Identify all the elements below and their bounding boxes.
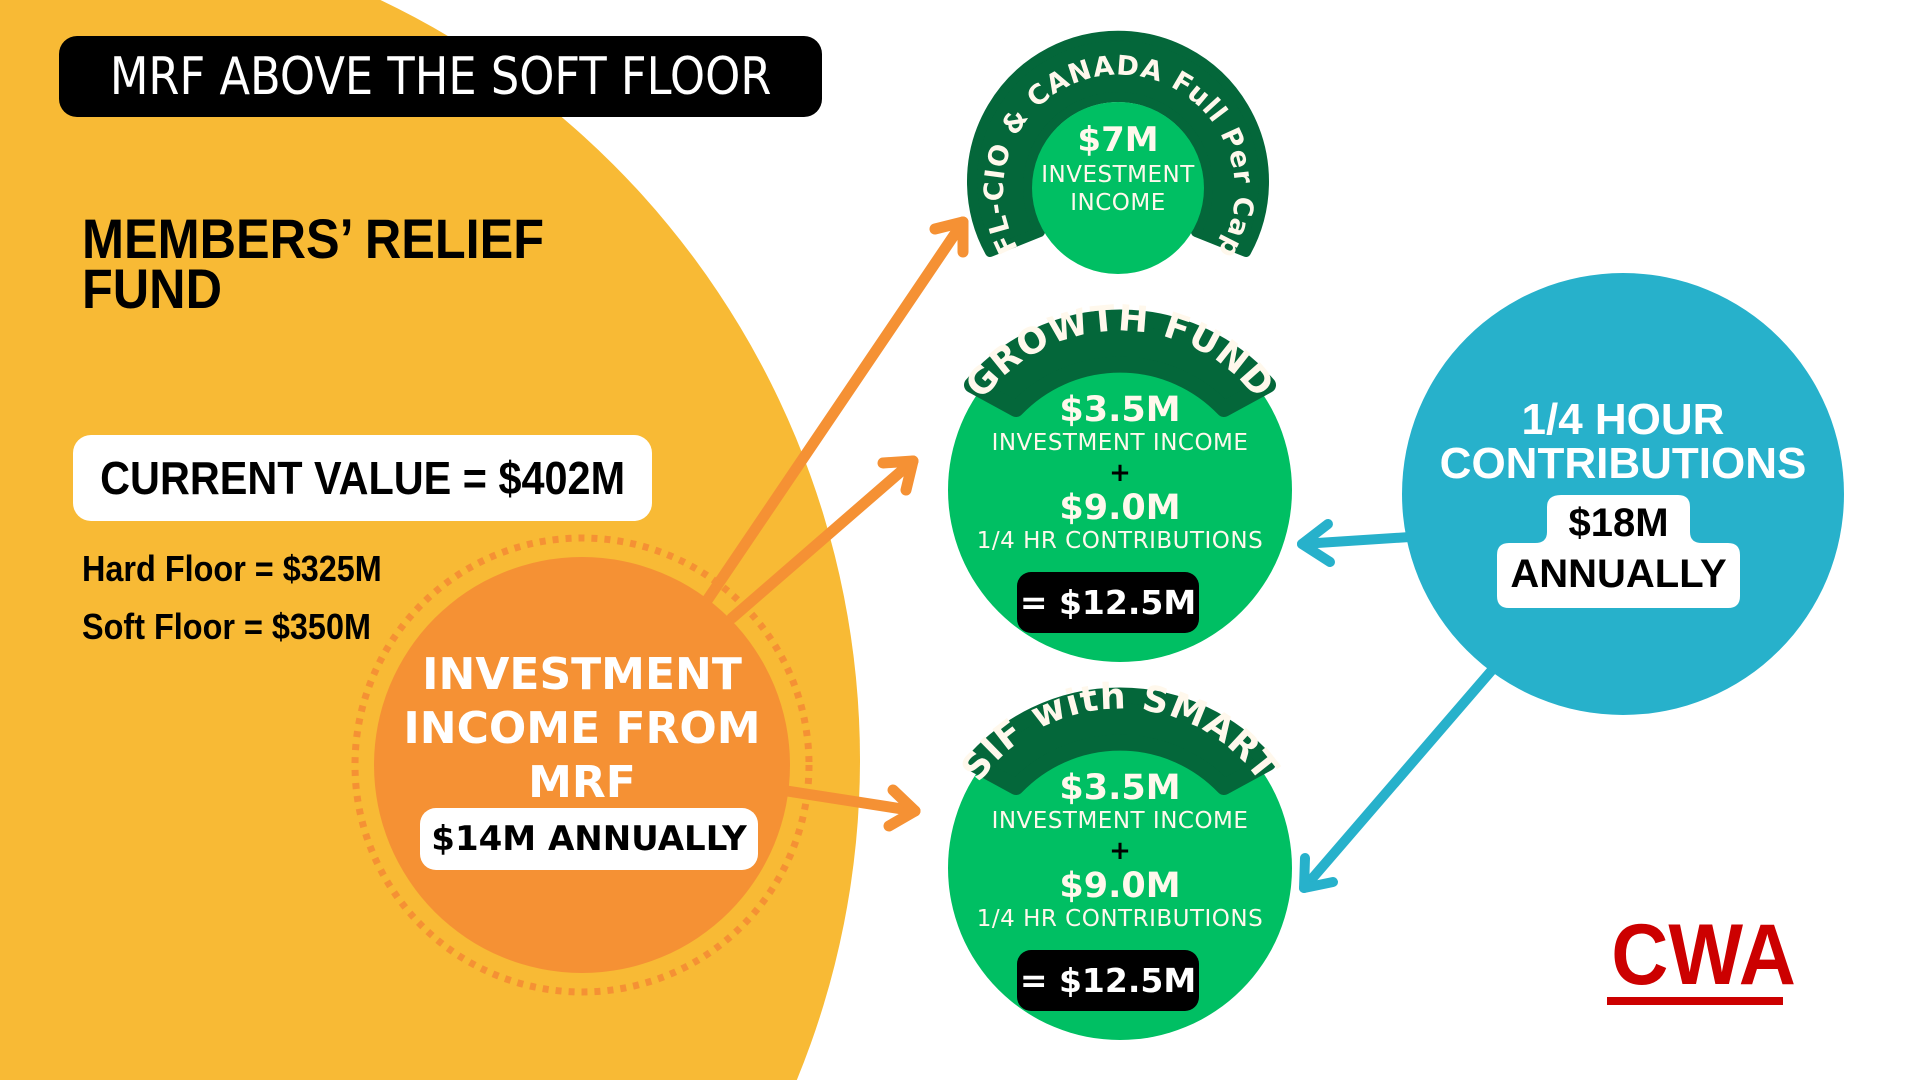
- investment-income-line1: INVESTMENT: [422, 649, 742, 700]
- sif-total-text: = $12.5M: [1019, 961, 1197, 1000]
- sif-total-box: = $12.5M: [1017, 950, 1199, 1011]
- growth-plus: +: [1109, 458, 1131, 488]
- quarter-hour-line1: 1/4 HOUR: [1521, 395, 1725, 444]
- annual-contrib-pill: [1497, 495, 1740, 608]
- growth-total-text: = $12.5M: [1019, 583, 1197, 622]
- page-title: MRF ABOVE THE SOFT FLOOR: [109, 46, 772, 107]
- mrf-heading-line1: MEMBERS’ RELIEF: [82, 207, 545, 270]
- current-value-text: CURRENT VALUE = $402M: [100, 452, 625, 504]
- afl-cio-amount: $7M: [1077, 120, 1159, 160]
- arrow-head-afl-cio: [929, 216, 969, 258]
- investment-annual-pill: $14M ANNUALLY: [420, 808, 758, 870]
- growth-investment-label: INVESTMENT INCOME: [991, 430, 1249, 456]
- quarter-hour-line2: CONTRIBUTIONS: [1439, 439, 1807, 488]
- dashed-ring: [351, 534, 813, 996]
- investment-income-line3: MRF: [528, 757, 636, 808]
- arrow-to-growth-from-contrib: [1297, 532, 1415, 549]
- investment-income-line2: INCOME FROM: [403, 703, 761, 754]
- cwa-logo-text: CWA: [1611, 907, 1796, 1003]
- investment-income-label: INVESTMENT INCOME FROM MRF: [392, 648, 772, 810]
- sif-investment-label: INVESTMENT INCOME: [991, 808, 1249, 834]
- arrow-head-growth-fund: [877, 455, 919, 496]
- arrow-head-sif-smart: [883, 784, 921, 832]
- mrf-heading-line2: FUND: [82, 257, 222, 320]
- title-bar: MRF ABOVE THE SOFT FLOOR: [59, 36, 822, 117]
- growth-contrib-label: 1/4 HR CONTRIBUTIONS: [976, 528, 1264, 554]
- afl-cio-desc-line1: INVESTMENT: [1041, 162, 1195, 188]
- growth-contrib-amount: $9.0M: [1059, 488, 1181, 528]
- soft-floor-text: Soft Floor = $350M: [82, 606, 371, 647]
- investment-annual-text: $14M ANNUALLY: [431, 819, 747, 859]
- quarter-hour-amount: $18M: [1568, 501, 1669, 545]
- blue-arrows: [1297, 519, 1497, 893]
- quarter-hour-heading: 1/4 HOUR CONTRIBUTIONS: [1413, 398, 1833, 486]
- afl-cio-desc-line2: INCOME: [1070, 190, 1166, 216]
- hard-floor-text: Hard Floor = $325M: [82, 548, 382, 589]
- cwa-logo: [1607, 997, 1783, 1005]
- orange-arrows: [700, 216, 969, 832]
- arrow-head-sif-from-contrib: [1299, 853, 1338, 893]
- sif-smart-banner: [964, 687, 1276, 795]
- sif-contrib-label: 1/4 HR CONTRIBUTIONS: [976, 906, 1264, 932]
- current-value-box: CURRENT VALUE = $402M: [73, 435, 652, 521]
- growth-total-box: = $12.5M: [1017, 572, 1199, 633]
- arrow-to-afl-cio: [700, 216, 969, 608]
- sif-contrib-amount: $9.0M: [1059, 866, 1181, 906]
- sif-plus: +: [1109, 836, 1131, 866]
- arrow-head-growth-from-contrib: [1297, 519, 1335, 567]
- afl-cio-circle: [1032, 102, 1204, 274]
- growth-investment-amount: $3.5M: [1059, 390, 1181, 430]
- cwa-underline: [1607, 997, 1783, 1005]
- quarter-hour-circle: [1402, 273, 1844, 715]
- arrow-to-growth-fund: [726, 455, 919, 624]
- arrow-to-sif-from-contrib: [1299, 665, 1497, 893]
- mrf-heading: MEMBERS’ RELIEF FUND: [82, 207, 545, 320]
- growth-fund-banner: [964, 309, 1276, 417]
- mrf-yellow-circle: [0, 0, 860, 1080]
- afl-cio-arc-band: [967, 30, 1269, 257]
- sif-investment-amount: $3.5M: [1059, 768, 1181, 808]
- quarter-hour-period: ANNUALLY: [1510, 552, 1727, 596]
